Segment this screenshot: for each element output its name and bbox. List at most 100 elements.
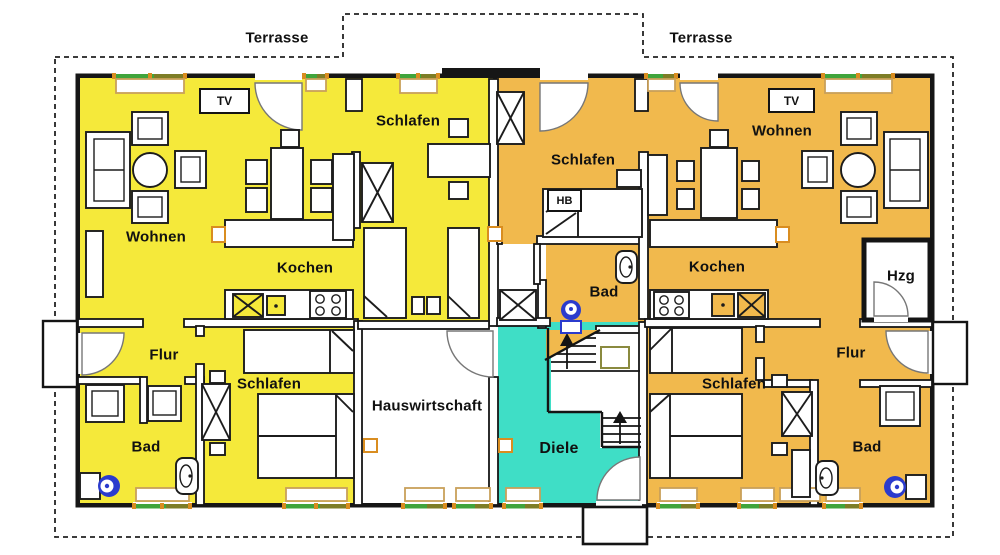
label-diele: Diele — [539, 440, 579, 457]
bathroom-bottom-left — [79, 384, 199, 500]
bathroom-top-center — [560, 250, 638, 334]
bedroom-bottom-right-furniture — [649, 327, 813, 498]
window-bottom-3 — [401, 487, 447, 509]
dining-table-left — [245, 129, 333, 220]
label-schlafen-top-left: Schlafen — [375, 112, 441, 130]
wardrobe-icon — [361, 162, 394, 223]
label-schlafen-bottom-left: Schlafen — [236, 375, 302, 393]
label-flur-left: Flur — [149, 346, 179, 364]
washer-icon — [85, 384, 125, 423]
marker-utility-left — [363, 438, 378, 453]
label-schlafen-top-right: Schlafen — [550, 151, 616, 169]
nightstand — [426, 296, 441, 315]
label-schlafen-bottom-right: Schlafen — [701, 375, 767, 393]
terrace-outline-path — [54, 13, 954, 538]
bedroom-bottom-left-furniture — [201, 329, 355, 479]
kitchen-island-right — [649, 219, 790, 248]
wall-utility-left — [353, 320, 363, 506]
terrace-door-mid-right — [679, 72, 719, 122]
window-bottom-5 — [502, 487, 543, 509]
nightstand — [771, 442, 788, 456]
utility-room-door — [446, 330, 494, 378]
kitchen-island-left — [211, 219, 354, 248]
sofa-right — [883, 131, 929, 209]
nightstand — [209, 442, 226, 456]
window-top-b — [302, 73, 329, 92]
main-entrance-door — [596, 456, 642, 509]
wall-bath-top-bottom — [595, 325, 646, 334]
label-wohnen-right: Wohnen — [751, 122, 813, 140]
windows-and-exterior-doors — [74, 68, 936, 509]
toilet-icon — [560, 300, 582, 334]
wall-stub-top-right — [634, 78, 649, 112]
roof-overhang-bar — [442, 68, 540, 76]
wall-bath-top-left — [537, 279, 547, 329]
bedroom-top-left-furniture — [332, 118, 491, 319]
kitchen-counter-left — [224, 289, 354, 320]
bedroom-top-right-furniture — [496, 91, 643, 321]
washbasin-icon — [615, 250, 638, 284]
stair-arrow-up-icon — [560, 333, 574, 369]
label-terrasse-left: Terrasse — [245, 29, 309, 47]
armchairs-left — [131, 111, 207, 224]
sink-icon — [266, 295, 286, 316]
round-table-left — [132, 152, 168, 188]
wall-apartment-divider-lower — [488, 376, 499, 506]
kitchen-counter-right — [649, 289, 769, 320]
stove-icon — [653, 291, 690, 319]
bed-double — [257, 393, 355, 479]
label-tv-right: TV — [783, 93, 800, 108]
label-tv-left: TV — [216, 94, 233, 108]
label-bad-bottom-left: Bad — [131, 438, 161, 456]
marker-hallway-left — [498, 438, 513, 453]
toilet-icon — [884, 474, 927, 500]
window-bottom-6 — [656, 487, 700, 509]
cupboard-tall-right — [647, 154, 668, 216]
nightstand — [209, 370, 226, 384]
living-room-right-furniture — [801, 111, 929, 224]
bed-double — [649, 393, 743, 479]
landing-right — [931, 320, 969, 386]
wardrobe-icon — [781, 391, 813, 437]
wall-bath-right-left — [809, 379, 819, 506]
label-hb: HB — [556, 194, 573, 207]
wardrobe-icon — [496, 91, 525, 145]
bed-vertical-a — [363, 227, 407, 319]
hb-box: HB — [547, 189, 582, 212]
exterior-steps — [41, 319, 969, 546]
wall-bedroom-bl-stub — [195, 325, 205, 337]
landing-left — [41, 319, 79, 389]
window-top-e — [821, 73, 895, 94]
wall-right-corridor-a — [644, 318, 821, 328]
terrace-door-mid-left — [539, 72, 589, 132]
window-bottom-2 — [282, 487, 350, 509]
closet-niche-wardrobe-icon — [499, 289, 537, 321]
wall-flur-right-stub-b — [755, 357, 765, 381]
label-flur-right: Flur — [836, 344, 866, 362]
wall-left-corridor-b — [183, 318, 359, 328]
dishwasher-icon — [737, 292, 766, 318]
nightstand — [448, 118, 469, 138]
stair-arrow-lower-icon — [613, 411, 627, 444]
label-terrasse-right: Terrasse — [669, 29, 733, 47]
kitchen-right-furniture — [647, 129, 790, 320]
terrace-door-left — [254, 72, 303, 131]
dining-table-right — [676, 129, 760, 219]
label-bad-top: Bad — [589, 283, 619, 301]
wall-stub-top-left — [345, 78, 363, 112]
toilet-icon — [79, 472, 120, 500]
label-kochen-right: Kochen — [688, 258, 746, 276]
wall-hallway-right — [638, 321, 648, 506]
washbasin-icon — [175, 457, 199, 495]
label-bad-bottom-right: Bad — [852, 438, 882, 456]
tv-box-left: TV — [199, 88, 250, 114]
sink-icon — [711, 293, 735, 317]
cupboard-tall-left — [332, 153, 355, 241]
wall-bath-left-stub — [139, 376, 148, 424]
nightstand — [616, 169, 642, 188]
shelf-right — [791, 449, 811, 498]
bed-vertical-b — [447, 227, 480, 319]
wall-flur-right-stub-a — [755, 325, 765, 343]
nightstand — [411, 296, 425, 315]
